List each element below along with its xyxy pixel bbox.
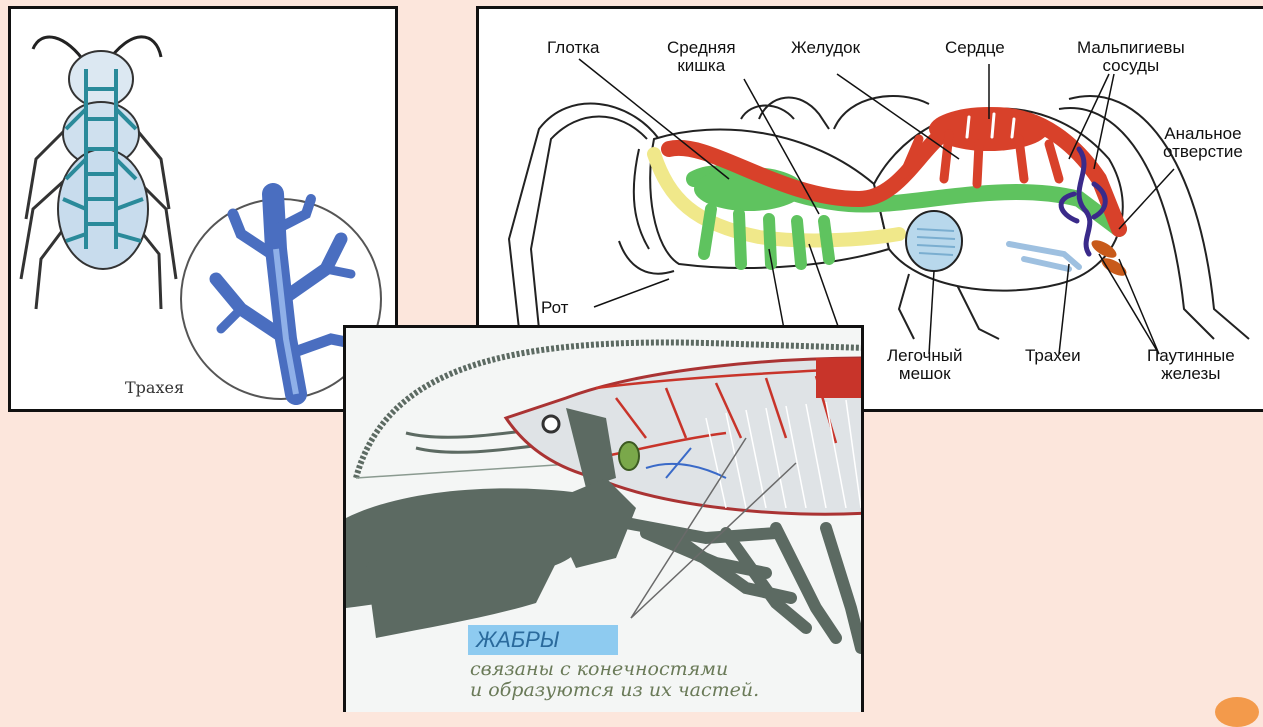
mouth-label: Рот [541,299,568,317]
malpighian-tubules-label: Мальпигиевы сосуды [1077,39,1185,75]
anus-label: Анальное отверстие [1163,125,1243,161]
tracheae-label: Трахеи [1025,347,1081,365]
midgut-label: Средняя кишка [667,39,736,75]
crayfish-gills-panel: ЖАБРЫ связаны с конечностями и образуютс… [343,325,864,712]
silk-glands-label: Паутинные железы [1147,347,1235,383]
trachea-label: Трахея [125,379,184,397]
cockroach-trachea-panel: Трахея [8,6,398,412]
heart-label: Сердце [945,39,1005,57]
cockroach-illustration [11,9,398,412]
pharynx-label: Глотка [547,39,600,57]
corner-decoration [1215,697,1259,727]
lung-sac-label: Легочный мешок [887,347,962,383]
stomach-label: Желудок [791,39,860,57]
gills-title: ЖАБРЫ [468,625,618,655]
gills-description: связаны с конечностями и образуются из и… [470,659,759,701]
